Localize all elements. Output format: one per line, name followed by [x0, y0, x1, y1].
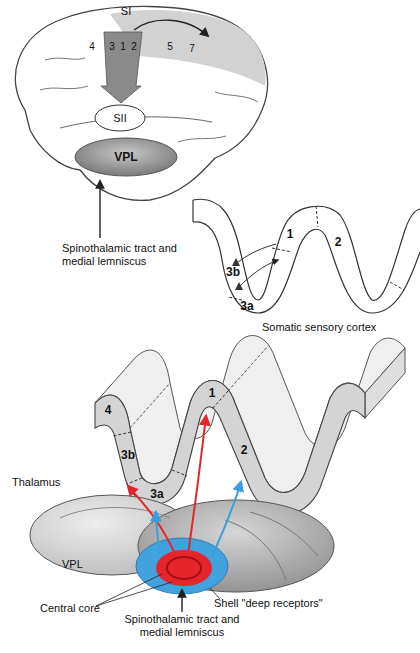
area-number: 3b — [121, 448, 135, 462]
area-boundary — [113, 432, 131, 436]
area-number: 2 — [241, 443, 248, 457]
area-number: 7 — [189, 43, 195, 55]
area-number: 3a — [150, 487, 163, 501]
neuron-cell — [235, 282, 243, 290]
area-boundary — [390, 282, 404, 290]
core-projection — [188, 416, 206, 554]
area-name: SI — [121, 5, 131, 18]
cortex-section — [193, 199, 420, 313]
area-number: 4 — [105, 403, 112, 417]
projection-band — [101, 32, 142, 103]
region-label: VPL — [74, 137, 178, 177]
thalamus-ridge — [225, 520, 286, 580]
thalamus — [30, 495, 334, 594]
pathway-label: Spinothalamic tract and medial lemniscus — [62, 242, 180, 268]
callout-label: Central core — [40, 602, 100, 615]
area-boundary — [172, 470, 187, 476]
brain-outline — [15, 6, 267, 200]
sulcus-line — [45, 58, 85, 60]
area-number: 3b — [226, 265, 240, 279]
thalamus-ridge — [250, 512, 318, 556]
panel-caption: Somatic sensory cortex — [262, 321, 376, 334]
input-arrow — [99, 181, 100, 238]
vpl-core — [156, 550, 212, 586]
input-arrow — [181, 590, 182, 612]
vpl-shell — [136, 538, 228, 594]
area-boundary — [272, 248, 292, 252]
area-boundary — [228, 346, 268, 391]
sulcus-line — [40, 86, 88, 90]
sulcus-line — [178, 136, 226, 142]
area-number: 5 — [167, 41, 173, 53]
region-label: SII — [94, 104, 146, 132]
oval-shape — [95, 105, 145, 131]
pathway-label: Spinothalamic tract and medial lemniscus — [120, 613, 244, 639]
cortex-white-border — [193, 222, 420, 313]
brain-view — [15, 6, 267, 238]
axon-fiber — [240, 260, 278, 286]
block-end-face — [365, 348, 405, 418]
callout-label: Shell "deep receptors" — [214, 597, 323, 610]
area-number: 2 — [335, 235, 342, 249]
structure-label: VPL — [62, 558, 83, 571]
core-projection — [128, 486, 176, 556]
area-boundary — [316, 206, 318, 227]
oval-shape — [75, 138, 177, 176]
area-boundary — [228, 297, 242, 300]
shell-projection — [156, 512, 160, 554]
area-boundary — [127, 478, 142, 484]
area-boundary — [130, 383, 170, 428]
area-number: 3 — [109, 41, 115, 53]
structure-label: Thalamus — [12, 476, 60, 489]
projections — [96, 416, 241, 612]
area-number: 1 — [287, 227, 294, 241]
association-arrow — [134, 20, 208, 36]
section-edge — [192, 200, 193, 222]
area-number: 1 — [209, 386, 216, 400]
area-number: 2 — [131, 41, 137, 53]
secondary-cortex-oval: SII — [94, 104, 146, 132]
area-number: 1 — [120, 41, 126, 53]
area-number: 3a — [240, 299, 253, 313]
thalamic-nucleus-oval: VPL — [74, 137, 178, 177]
area-number: 4 — [89, 41, 95, 53]
shell-projection — [212, 482, 241, 556]
core-ring — [167, 557, 201, 579]
cortex-surface — [193, 199, 420, 300]
axon-fiber — [238, 244, 276, 262]
leader-line — [96, 582, 172, 606]
sulcus-line — [215, 92, 258, 102]
leader-line — [96, 574, 162, 606]
cortex-block — [95, 336, 405, 515]
